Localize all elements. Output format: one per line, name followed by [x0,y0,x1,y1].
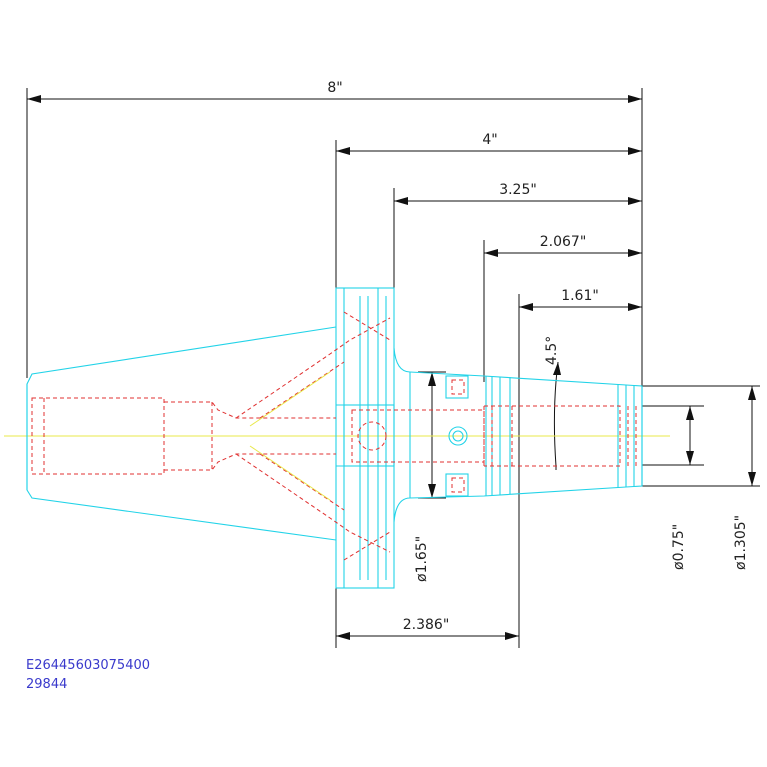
dimension-line-4 [336,147,642,155]
dimension-line-8 [27,95,642,103]
hidden-bore-shank [31,311,391,561]
dim-label-2067: 2.067" [540,234,587,250]
dim-label-overall-length: 8" [327,80,342,96]
dim-label-dia-1305: ø1.305" [733,515,749,570]
taper-shank-outline [26,326,337,541]
dimension-line-325 [394,197,642,205]
flange-outline [335,287,395,589]
dimension-line-2386 [336,632,519,640]
hidden-bore-nose [351,379,637,493]
dimension-line-dia-1305 [748,386,756,486]
dim-label-161: 1.61" [561,288,599,304]
centerline-accents [249,371,331,501]
dim-label-dia-165: ø1.65" [414,536,430,582]
dim-label-325: 3.25" [499,182,537,198]
part-code-line1: E26445603075400 [26,658,150,673]
dimension-line-dia-165 [428,372,436,498]
dim-label-dia-075: ø0.75" [671,524,687,570]
dimension-line-161 [519,303,642,311]
dim-label-angle: 4.5° [544,336,560,365]
part-code-line2: 29844 [26,677,67,692]
dimension-line-dia-075 [686,406,694,465]
nose-outline [393,347,643,523]
dim-label-2386: 2.386" [403,617,450,633]
angle-dimension [553,361,561,470]
dim-label-4: 4" [482,132,497,148]
dimension-line-2067 [484,249,642,257]
